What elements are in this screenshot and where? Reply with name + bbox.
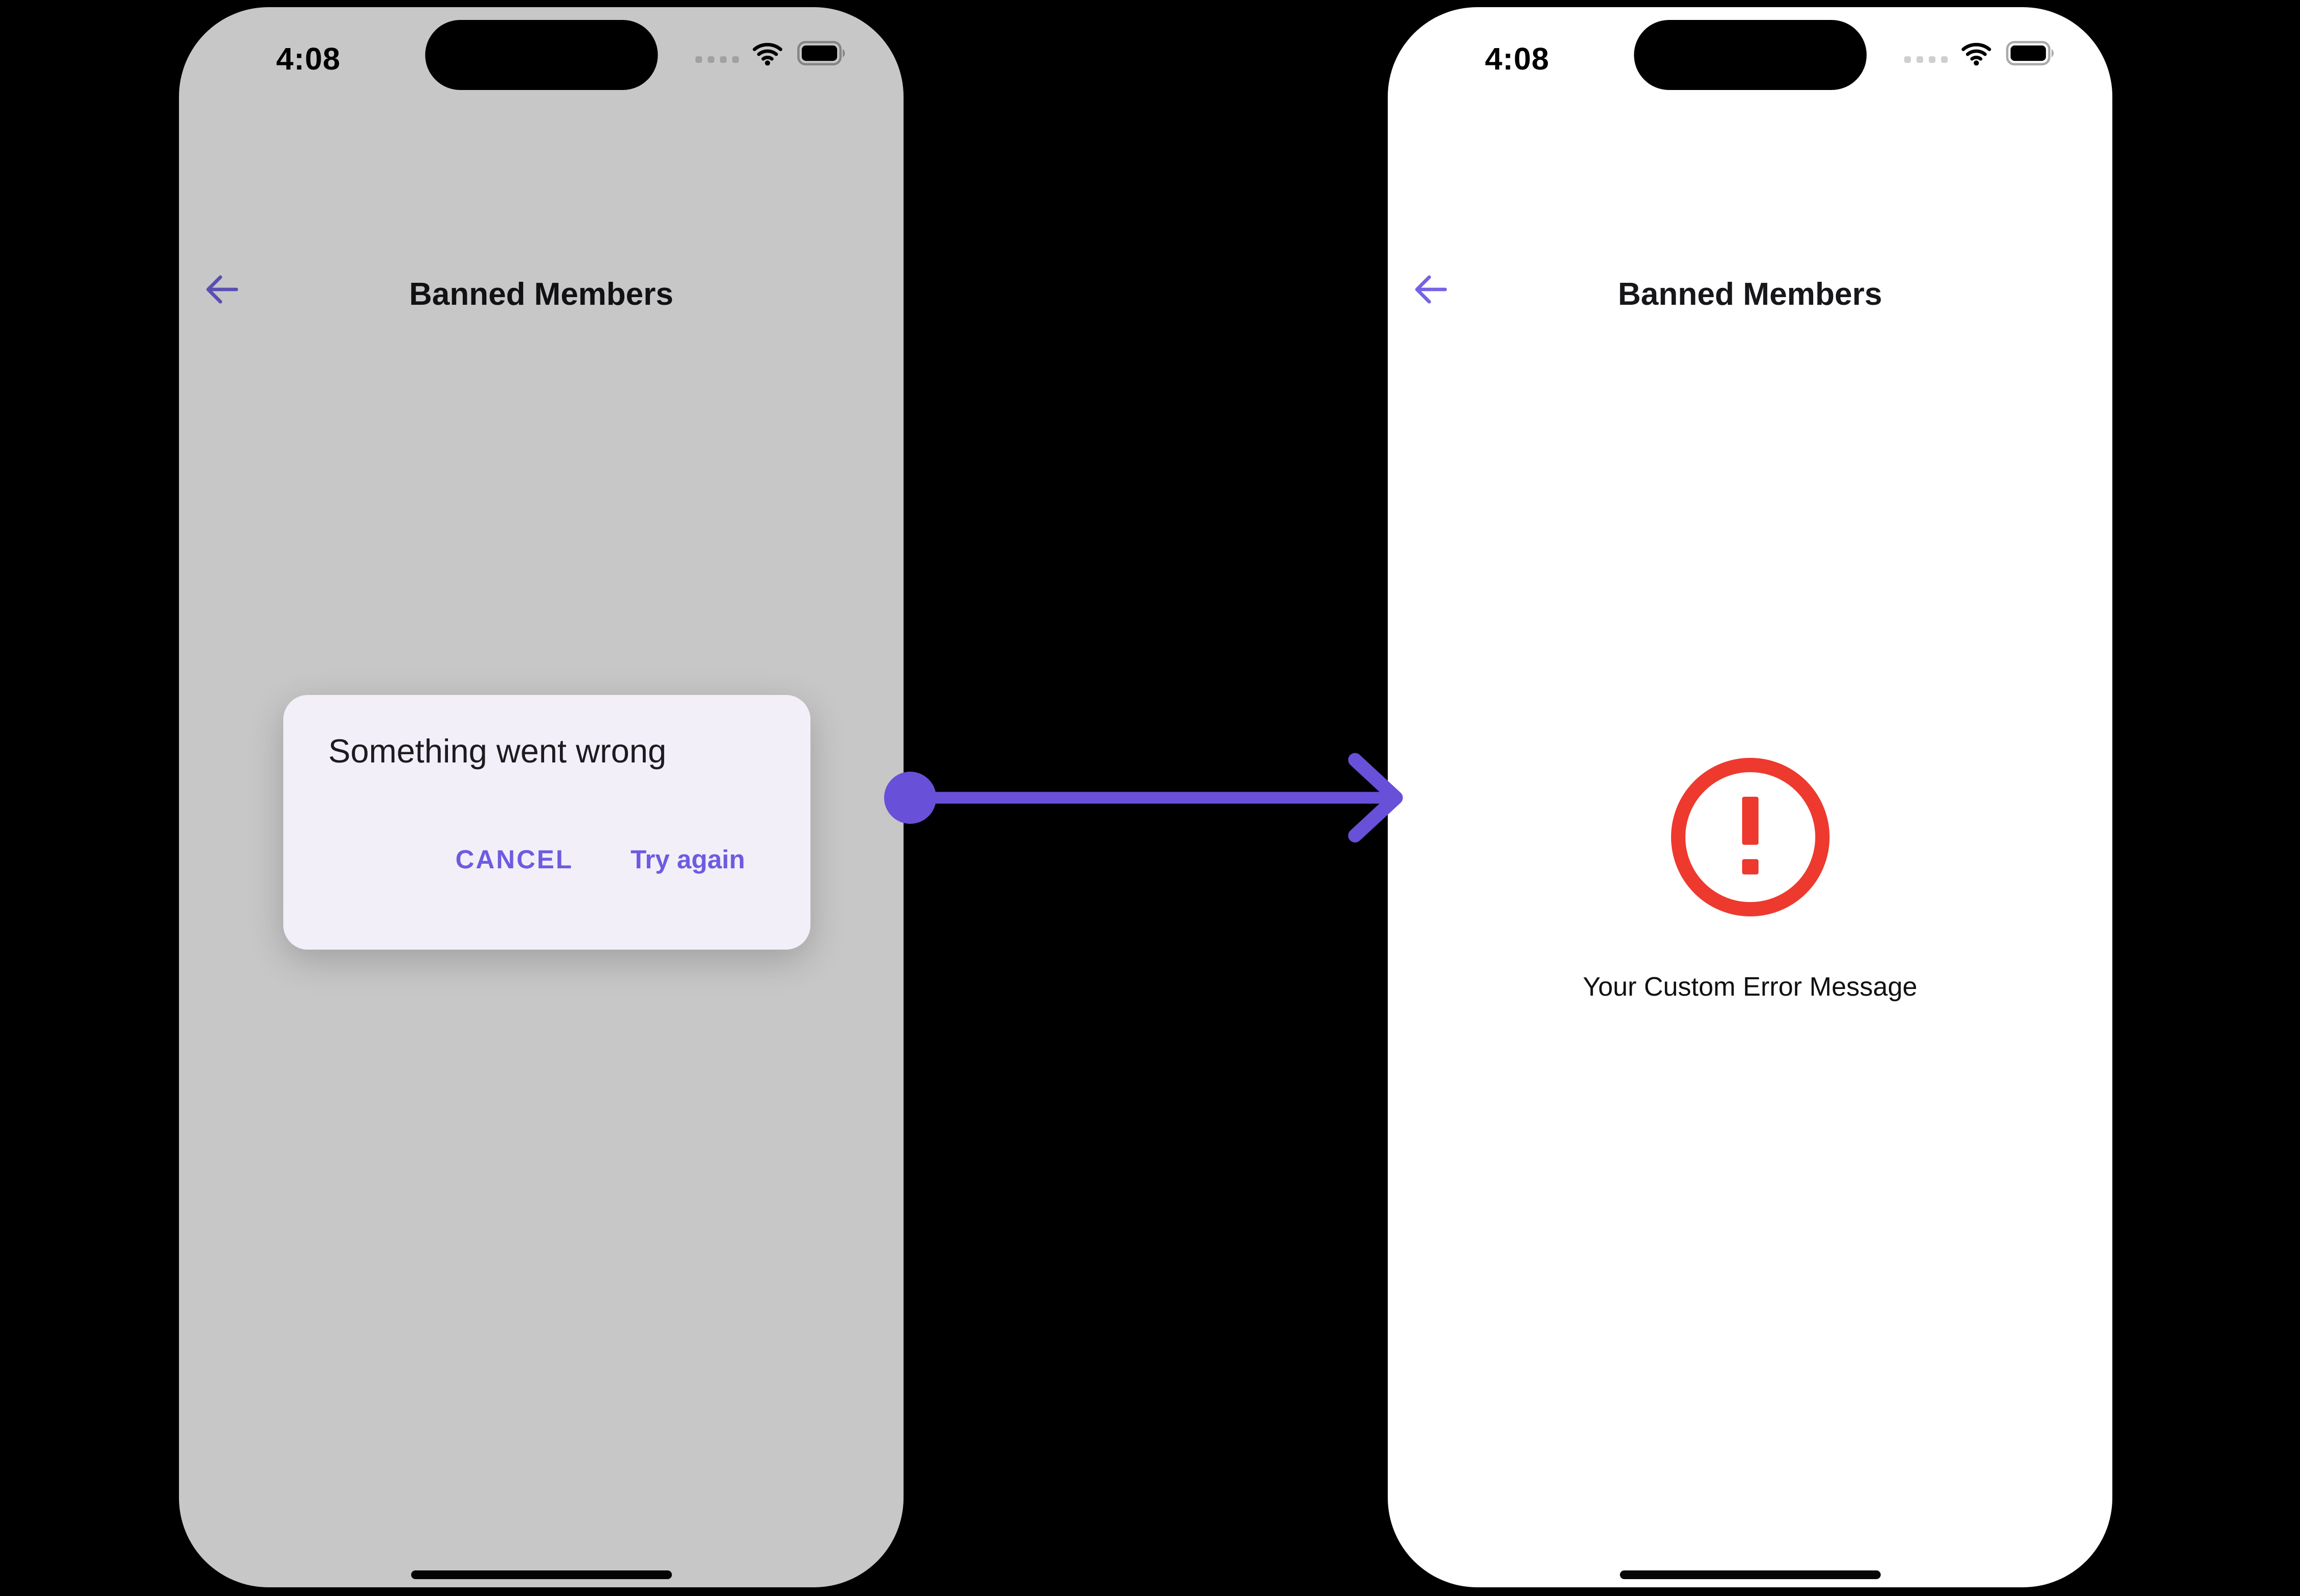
left-phone-frame: 4:08	[179, 7, 904, 1587]
flow-arrow	[884, 753, 1403, 843]
nav-bar: Banned Members	[1388, 135, 2112, 312]
back-button[interactable]	[201, 269, 241, 310]
cellular-signal-icon	[1904, 56, 1948, 63]
status-icons	[1904, 40, 2056, 69]
dynamic-island	[425, 20, 658, 90]
page-title: Banned Members	[409, 277, 673, 312]
error-alert-icon	[1671, 758, 1830, 916]
dialog-actions: CANCEL Try again	[456, 844, 745, 874]
dynamic-island	[1634, 20, 1866, 90]
nav-bar: Banned Members	[179, 135, 904, 312]
battery-icon	[2005, 40, 2056, 68]
status-time: 4:08	[1485, 41, 1550, 76]
home-indicator	[411, 1570, 672, 1579]
status-time: 4:08	[276, 41, 341, 76]
battery-icon	[796, 40, 847, 68]
cancel-button[interactable]: CANCEL	[455, 845, 574, 874]
right-phone-frame: 4:08	[1388, 7, 2112, 1587]
error-message: Your Custom Error Message	[1583, 972, 1918, 1002]
cellular-signal-icon	[695, 56, 739, 63]
back-arrow-icon	[1410, 275, 1450, 311]
status-icons	[695, 40, 847, 69]
back-button[interactable]	[1410, 269, 1450, 310]
wifi-icon	[1960, 41, 1993, 68]
dialog-title: Something went wrong	[328, 732, 667, 770]
back-arrow-icon	[201, 275, 241, 311]
error-dialog: Something went wrong CANCEL Try again	[283, 695, 810, 950]
home-indicator	[1619, 1570, 1881, 1579]
page-title: Banned Members	[1618, 277, 1882, 312]
try-again-button[interactable]: Try again	[630, 845, 745, 874]
wifi-icon	[751, 41, 784, 68]
